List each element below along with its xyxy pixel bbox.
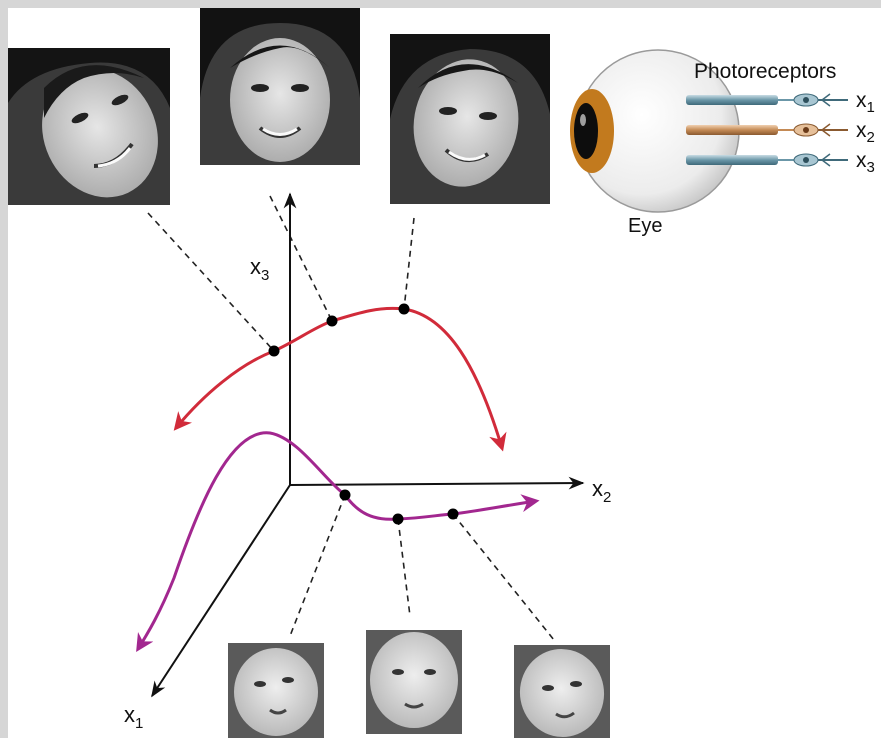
baby-point [340,490,351,501]
manifold-points [269,304,459,525]
woman-manifold-arrow-right [274,308,502,448]
eye-label: Eye [628,215,662,237]
woman-manifold-arrow-left [176,351,274,428]
baby-face-right [513,642,611,738]
photoreceptors-label: Photoreceptors [694,60,836,83]
woman-face-tilted-right [390,34,550,204]
projection-line [404,218,414,309]
baby-point [448,509,459,520]
projection-line [453,514,554,640]
projection-line [270,196,332,321]
woman-point [269,346,280,357]
projection-line [148,213,274,351]
x1-axis-label: x1 [124,702,143,732]
x2-axis-label: x2 [592,476,611,506]
woman-face-tilted-left [8,48,179,216]
projection-line [290,495,345,636]
projection-line [398,519,410,616]
receptor-rod-icon [686,95,778,105]
baby-manifold-arrow-right [345,495,536,519]
receptor-x2-label: x2 [856,119,875,146]
receptor-rod-icon [686,155,778,165]
baby-face-left [228,643,324,738]
woman-face-frontal [200,8,360,165]
face-manifold-diagram: Photoreceptors Eye x1 x2 x3 x3 x2 x1 [8,8,881,738]
photoreceptor-x2 [686,124,848,136]
pupil-icon [574,103,598,159]
x3-axis-label: x3 [250,254,269,284]
photoreceptor-x1 [686,94,848,106]
baby-manifold-arrow-left [138,433,345,649]
receptor-x3-label: x3 [856,149,875,176]
diagram-frame: Photoreceptors Eye x1 x2 x3 x3 x2 x1 [8,8,881,738]
receptor-rod-icon [686,125,778,135]
baby-face-center [366,630,462,734]
photoreceptor-x3 [686,154,848,166]
woman-point [399,304,410,315]
woman-point [327,316,338,327]
baby-point [393,514,404,525]
receptor-x1-label: x1 [856,89,875,116]
